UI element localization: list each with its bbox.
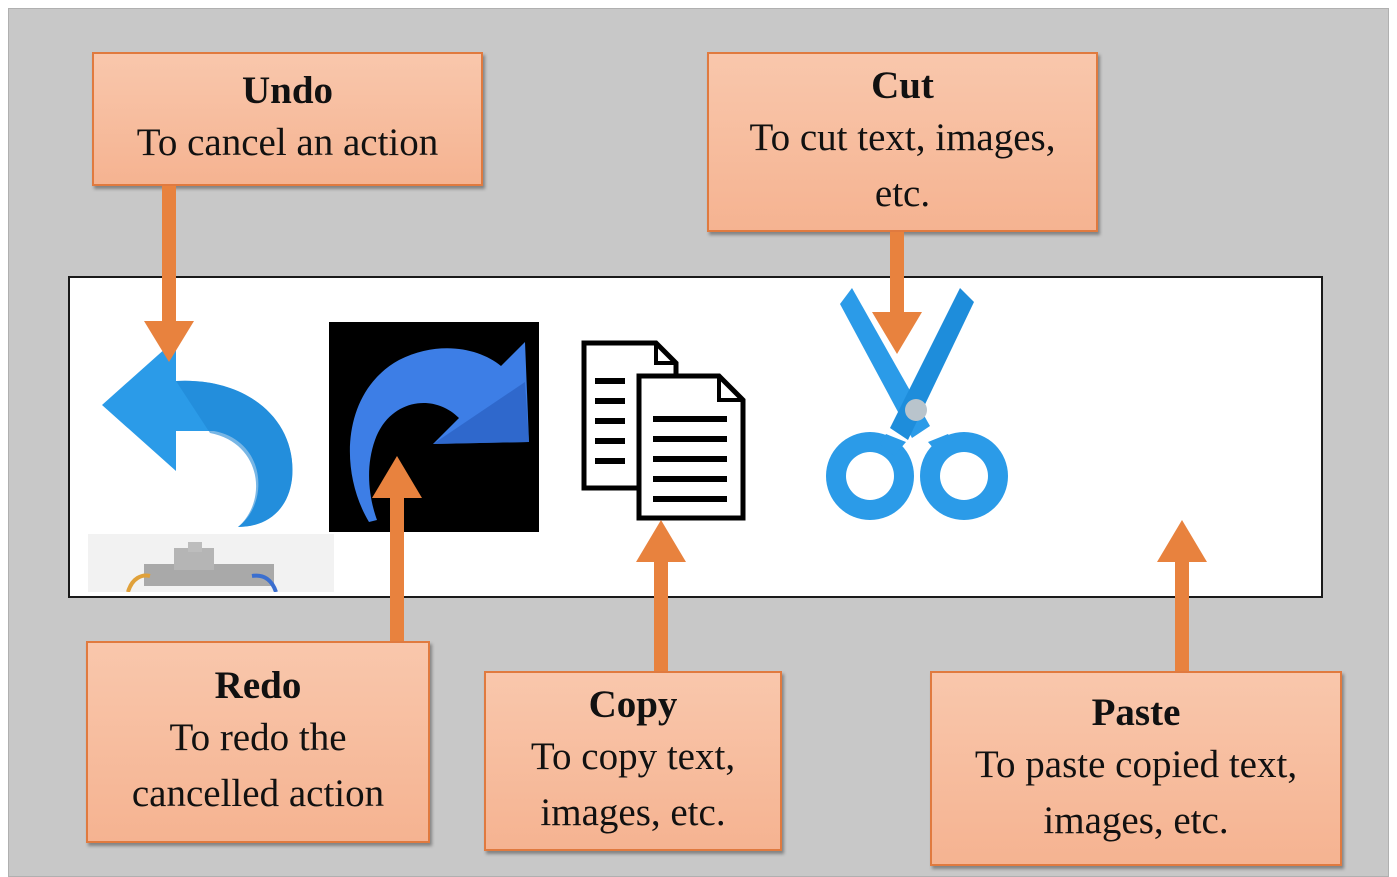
undo-description: To cancel an action [136, 121, 439, 164]
paste-icon[interactable] [1100, 318, 1250, 518]
cut-title: Cut [871, 64, 934, 107]
paste-description: To paste copied text, images, etc. [974, 742, 1298, 842]
undo-title: Undo [241, 69, 334, 112]
cut-icon[interactable] [814, 284, 1020, 534]
toolbar-fragment-icon [88, 534, 334, 592]
paste-callout: Paste To paste copied text, images, etc. [930, 671, 1342, 866]
copy-description: To copy text, images, etc. [530, 735, 736, 834]
undo-callout: Undo To cancel an action [92, 52, 483, 186]
redo-icon[interactable] [329, 322, 539, 532]
cut-description: To cut text, images, etc. [749, 116, 1056, 215]
cut-callout: Cut To cut text, images, etc. [707, 52, 1098, 232]
copy-icon[interactable] [581, 340, 751, 522]
copy-callout: Copy To copy text, images, etc. [484, 671, 782, 851]
paste-title: Paste [1091, 690, 1181, 734]
copy-title: Copy [588, 683, 678, 726]
redo-title: Redo [214, 664, 302, 707]
redo-description: To redo the cancelled action [131, 716, 385, 815]
toolbar-strip [68, 276, 1323, 598]
redo-callout: Redo To redo the cancelled action [86, 641, 430, 843]
undo-icon[interactable] [98, 333, 298, 533]
